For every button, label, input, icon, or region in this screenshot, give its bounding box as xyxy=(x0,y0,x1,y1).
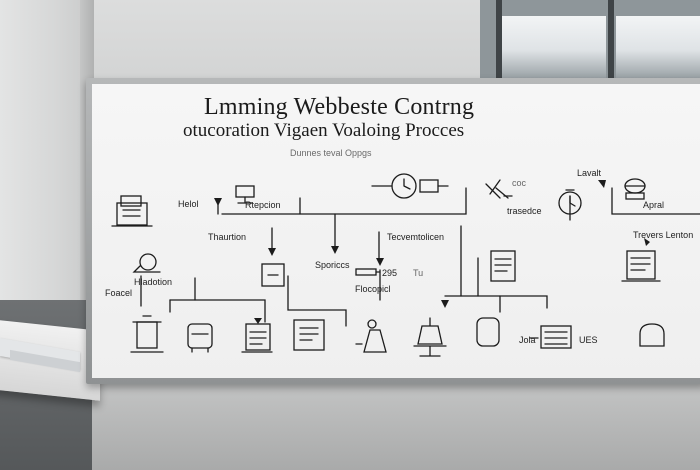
lamp-icon xyxy=(132,253,161,273)
label-jola: Jola xyxy=(519,335,536,345)
laptop-icon xyxy=(476,317,500,347)
keyboard-icon xyxy=(529,325,572,349)
label-thaurtion: Thaurtion xyxy=(208,232,247,242)
label-coc: coc xyxy=(512,178,527,188)
label-295: 295 xyxy=(382,268,398,278)
clock-icon xyxy=(371,173,449,199)
window-pane xyxy=(502,16,606,78)
whiteboard xyxy=(92,84,700,378)
machine-icon xyxy=(355,319,387,353)
document-icon xyxy=(490,250,516,282)
board-title-line2: otucoration Vigaen Voaloing Procces xyxy=(183,120,465,141)
shield-icon xyxy=(639,323,665,347)
left-wall xyxy=(0,0,92,300)
label-flocopicl: Flocopicl xyxy=(355,284,391,294)
label-foacel: Foacel xyxy=(105,288,133,298)
label-tecvemtolicen: Tecvemtolicen xyxy=(387,232,445,242)
arrowheads xyxy=(214,180,650,324)
monitor-icon xyxy=(235,185,255,204)
notepad-icon xyxy=(621,250,661,282)
label-sporiccs: Sporiccs xyxy=(315,260,350,270)
label-rtepcion: Rtepcion xyxy=(245,200,281,210)
vehicle-icon xyxy=(624,178,646,200)
tools-icon xyxy=(485,179,513,199)
trash-icon xyxy=(130,315,164,353)
board-caption: Dunnes teval Oppgs xyxy=(290,148,372,158)
window-mullion xyxy=(496,0,502,80)
window xyxy=(480,0,700,80)
label-trasedce: trasedce xyxy=(507,206,542,216)
box-icon xyxy=(261,263,285,287)
label-heloi: Helol xyxy=(178,199,199,209)
printer-icon xyxy=(111,195,153,227)
board-title-line1: Lmming Webbeste Contrng xyxy=(204,94,475,120)
robot-icon xyxy=(413,317,447,357)
cabinet xyxy=(92,380,700,470)
label-hladotion: Hladotion xyxy=(134,277,173,287)
window-mullion xyxy=(608,0,614,80)
chair-icon xyxy=(187,323,213,353)
clipboard-icon xyxy=(293,319,325,351)
label-ues: UES xyxy=(579,335,598,345)
label-apral: Apral xyxy=(643,200,665,210)
stopwatch-icon xyxy=(558,189,582,215)
label-tu: Tu xyxy=(413,268,424,278)
window-pane xyxy=(616,16,700,78)
connector-lines xyxy=(140,187,700,327)
file-icon xyxy=(241,323,273,353)
slider-icon xyxy=(355,268,381,276)
back-wall xyxy=(94,0,494,80)
label-lavalt: Lavalt xyxy=(577,168,602,178)
label-trevers-lenton: Trevers Lenton xyxy=(633,230,694,240)
